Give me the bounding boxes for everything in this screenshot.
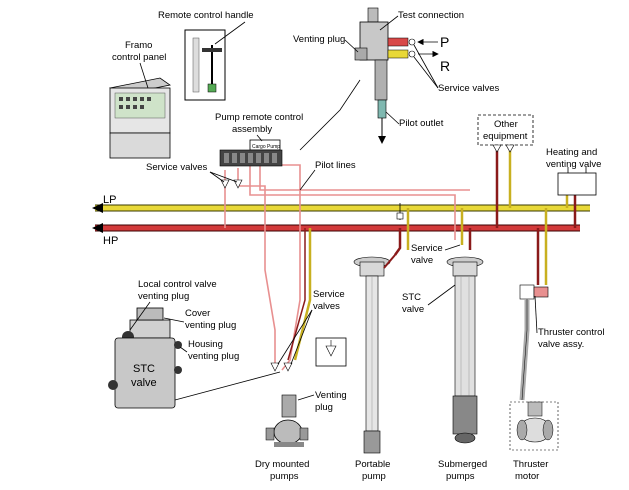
framo-panel-label-2: control panel	[112, 52, 166, 63]
service-valves-left-label: Service valves	[146, 162, 207, 173]
service-valve-right-label-2: valve	[411, 255, 433, 266]
housing-venting-label-1: Housing	[188, 339, 223, 350]
pilot-lines	[224, 164, 470, 371]
service-valves-mid-label-2: valves	[313, 301, 340, 312]
r-label: R	[440, 58, 450, 74]
risers	[287, 150, 577, 361]
test-connection-valve	[354, 7, 416, 144]
thruster-motor-label-1: Thruster	[513, 459, 548, 470]
other-equipment-label-1: Other	[494, 119, 518, 130]
pump-remote-control-assembly: Cargo Pump	[219, 139, 283, 167]
thruster-control-label-1: Thruster control	[538, 327, 605, 338]
test-connection-label: Test connection	[398, 10, 464, 21]
heating-venting-valve	[557, 167, 597, 196]
thruster-motor-label-2: motor	[515, 471, 539, 482]
stc-valve-body-label-1: STC	[133, 363, 155, 375]
local-control-label-1: Local control valve	[138, 279, 217, 290]
stc-valve-right-label-2: valve	[402, 304, 424, 315]
heating-venting-label-2: venting valve	[546, 159, 601, 170]
local-control-label-2: venting plug	[138, 291, 189, 302]
portable-label-1: Portable	[355, 459, 390, 470]
submerged-label-2: pumps	[446, 471, 475, 482]
other-equipment-label-2: equipment	[483, 131, 528, 142]
dry-mounted-label-2: pumps	[270, 471, 299, 482]
framo-control-panel	[109, 77, 171, 159]
hp-line	[92, 223, 580, 233]
other-equipment-box	[477, 114, 534, 153]
venting-plug-mid-label-2: plug	[315, 402, 333, 413]
pump-remote-label-2: assembly	[232, 124, 272, 135]
service-valves-top-label: Service valves	[438, 83, 499, 94]
venting-plug-mid-label-1: Venting	[315, 390, 347, 401]
hp-label: HP	[103, 235, 118, 247]
stc-valve-left	[108, 307, 182, 409]
thruster-control-label-2: valve assy.	[538, 339, 584, 350]
thruster-control-valve	[519, 284, 549, 401]
portable-pump	[353, 254, 396, 454]
cover-venting-label-1: Cover	[185, 308, 210, 319]
assembly-plate-text: Cargo Pump	[252, 144, 280, 150]
framo-panel-label-1: Framo	[125, 40, 152, 51]
venting-plug-top-label: Venting plug	[293, 34, 345, 45]
remote-control-handle-label: Remote control handle	[158, 10, 254, 21]
cover-venting-label-2: venting plug	[185, 320, 236, 331]
housing-venting-label-2: venting plug	[188, 351, 239, 362]
stc-valve-right-label-1: STC	[402, 292, 421, 303]
line-vent-symbol	[396, 203, 404, 220]
portable-label-2: pump	[362, 471, 386, 482]
lp-arrow-icon	[92, 203, 103, 213]
dry-mounted-label-1: Dry mounted	[255, 459, 309, 470]
heating-venting-label-1: Heating and	[546, 147, 597, 158]
stc-valve-body-label-2: valve	[131, 377, 157, 389]
lp-line	[92, 203, 590, 213]
thruster-motor	[509, 401, 559, 451]
remote-control-handle	[184, 29, 226, 101]
pilot-outlet-label: Pilot outlet	[399, 118, 444, 129]
dry-mounted-pump	[265, 362, 309, 447]
p-label: P	[440, 34, 449, 50]
pump-remote-label-1: Pump remote control	[215, 112, 303, 123]
service-valves-mid-label-1: Service	[313, 289, 345, 300]
hp-arrow-icon	[92, 223, 103, 233]
submerged-pump	[446, 256, 484, 444]
pilot-lines-label: Pilot lines	[315, 160, 356, 171]
pilot-connection-line	[299, 79, 361, 151]
service-valves-left	[220, 179, 243, 189]
lp-label: LP	[103, 194, 116, 206]
service-valve-right-label-1: Service	[411, 243, 443, 254]
submerged-label-1: Submerged	[438, 459, 487, 470]
venting-plug-symbol	[315, 337, 347, 367]
